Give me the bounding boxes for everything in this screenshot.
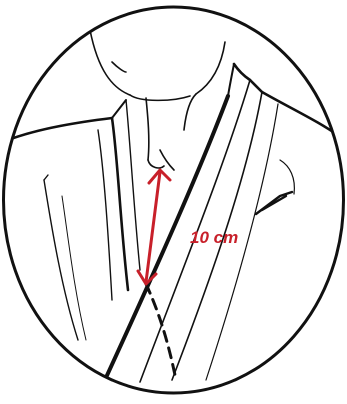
measurement-label: 10 cm [190, 228, 238, 247]
oval-frame [4, 7, 344, 393]
